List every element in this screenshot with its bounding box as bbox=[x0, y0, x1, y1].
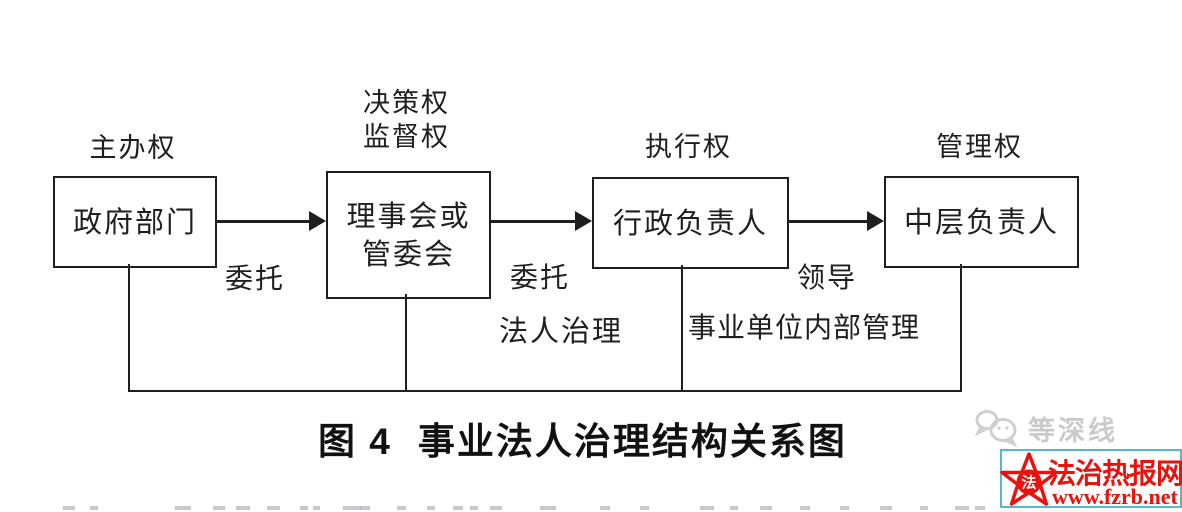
edge-label-entrust-1: 委托 bbox=[224, 262, 285, 295]
zone-label-internal-management: 事业单位内部管理 bbox=[687, 311, 920, 344]
power-label-text: 主办权 bbox=[89, 133, 177, 164]
connector-bottom-rail bbox=[128, 390, 962, 392]
edge-label-lead: 领导 bbox=[796, 261, 857, 294]
watermark: 等深线 bbox=[974, 408, 1118, 448]
wechat-icon bbox=[974, 410, 1018, 448]
figure-caption: 图 4 事业法人治理结构关系图 bbox=[318, 411, 847, 465]
node-council-or-committee: 理事会或 管委会 bbox=[326, 171, 491, 299]
arrow-line-2 bbox=[489, 220, 577, 223]
watermark-label: 等深线 bbox=[1028, 415, 1118, 446]
arrow-head-icon bbox=[575, 211, 592, 231]
figure-title: 事业法人治理结构关系图 bbox=[417, 421, 847, 462]
node-government-department: 政府部门 bbox=[53, 176, 217, 268]
arrow-line-1 bbox=[215, 220, 311, 223]
site-logo-brand: 法治热报网 bbox=[1048, 458, 1182, 489]
connector-drop-box3 bbox=[681, 265, 683, 392]
connector-drop-box2 bbox=[405, 294, 407, 392]
power-label-line1: 决策权 bbox=[363, 88, 450, 119]
site-logo-url: www.fzrb.net bbox=[1052, 484, 1178, 509]
node-title: 行政负责人 bbox=[612, 206, 768, 240]
power-label-sponsor: 主办权 bbox=[53, 132, 213, 166]
node-administrative-head: 行政负责人 bbox=[592, 177, 789, 269]
law-star-character: 法 bbox=[1021, 474, 1036, 492]
power-label-management: 管理权 bbox=[884, 131, 1075, 165]
power-label-decision-supervision: 决策权 监督权 bbox=[326, 87, 487, 155]
connector-drop-box4 bbox=[960, 264, 962, 392]
node-title-line1: 理事会或 bbox=[346, 199, 471, 233]
arrow-line-3 bbox=[787, 220, 869, 223]
arrow-head-icon bbox=[867, 211, 884, 231]
power-label-line2: 监督权 bbox=[363, 122, 450, 153]
edge-label-entrust-2: 委托 bbox=[509, 261, 570, 294]
node-title: 政府部门 bbox=[72, 205, 197, 239]
power-label-text: 管理权 bbox=[936, 132, 1023, 163]
node-title: 中层负责人 bbox=[903, 205, 1059, 239]
arrow-head-icon bbox=[309, 211, 326, 231]
power-label-execution: 执行权 bbox=[592, 131, 785, 165]
law-star-icon: 法 bbox=[1000, 452, 1058, 506]
figure-number: 图 4 bbox=[318, 421, 392, 462]
power-label-text: 执行权 bbox=[645, 132, 732, 163]
node-title-line2: 管委会 bbox=[361, 237, 455, 271]
node-middle-manager: 中层负责人 bbox=[884, 176, 1079, 268]
connector-drop-box1 bbox=[128, 264, 130, 392]
zone-label-legal-governance: 法人治理 bbox=[498, 314, 623, 348]
